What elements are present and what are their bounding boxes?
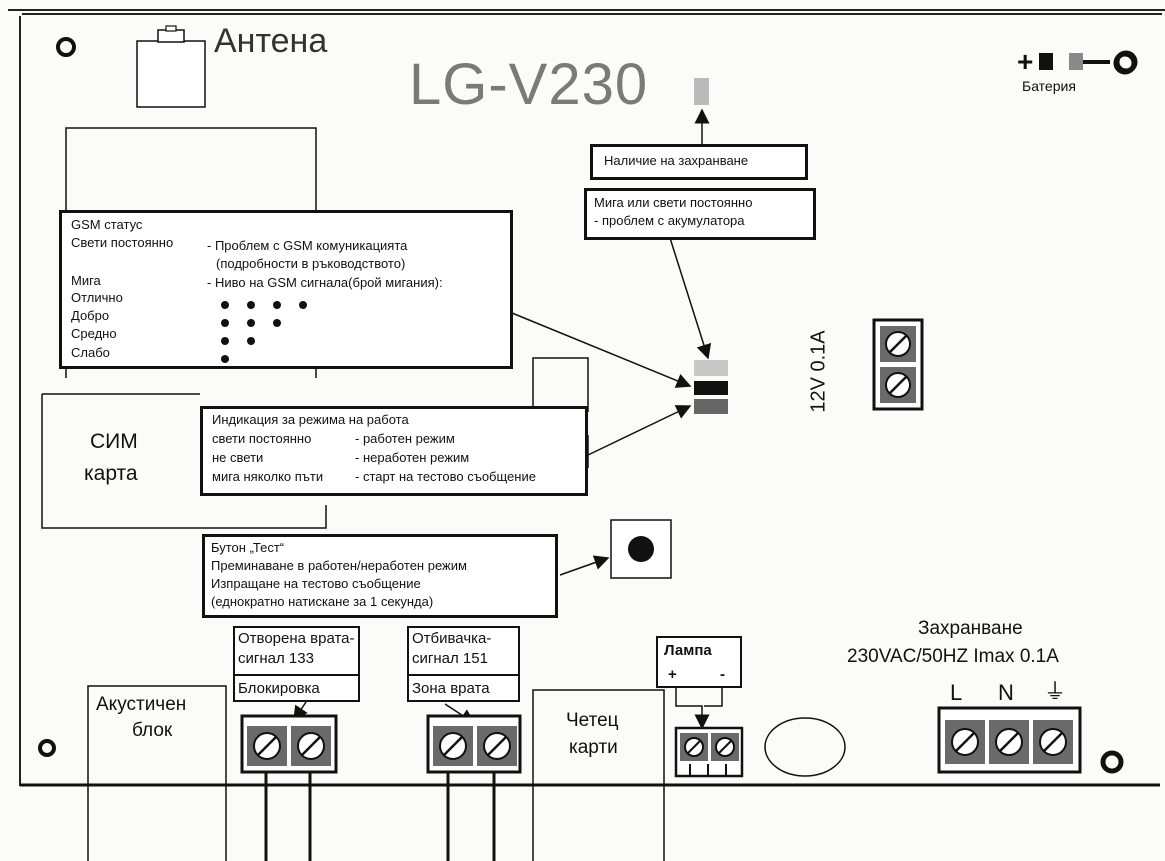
sim-connector-outline — [532, 357, 589, 412]
test-button-line-2: Изпращане на тестово съобщение — [211, 576, 421, 591]
test-button-line-3: (еднократно натискане за 1 секунда) — [211, 594, 434, 609]
signal-dot — [299, 301, 307, 309]
power-presence-callout: Наличие на захранване — [590, 144, 808, 180]
card-reader-line-1: Четец — [566, 710, 619, 731]
gsm-blink-desc: - Ниво на GSM сигнала(брой мигания): — [207, 275, 443, 290]
antenna-connector — [136, 25, 206, 108]
mode-indication-title: Индикация за режима на работа — [212, 412, 409, 427]
power-presence-text: Наличие на захранване — [604, 153, 749, 168]
board-outline — [8, 9, 1165, 786]
power-terminal-l: L — [950, 680, 963, 705]
mode-row-right: - старт на тестово съобщение — [355, 469, 536, 484]
battery-plus-sign: + — [1017, 46, 1034, 77]
sim-card-label-1: СИМ — [90, 430, 138, 453]
cable-opening — [764, 717, 846, 777]
mounting-hole-bottom-right — [1100, 750, 1124, 774]
lamp-label-box: Лампа + - — [656, 636, 742, 688]
led-battery — [694, 360, 728, 376]
device-title: LG-V230 — [409, 52, 649, 117]
signal-dot — [273, 319, 281, 327]
test-button-title: Бутон „Тест“ — [211, 540, 285, 555]
gsm-status-title: GSM статус — [71, 217, 143, 232]
gsm-level-label: Средно — [71, 326, 117, 341]
signal-dot — [221, 319, 229, 327]
door-open-label-box: Отворена врата- сигнал 133 Блокировка — [233, 626, 360, 702]
arrow-mode-led — [587, 405, 692, 456]
door-open-line-1: Отворена врата- — [238, 630, 355, 647]
gsm-level-label: Слабо — [71, 345, 110, 360]
mounting-hole-bottom-left — [38, 739, 56, 757]
lamp-minus: - — [720, 666, 725, 683]
terminal-strike — [426, 714, 522, 861]
battery-fault-line2: - проблем с акумулатора — [594, 213, 745, 228]
signal-dot — [247, 301, 255, 309]
arrow-test-button — [559, 555, 610, 576]
power-supply-spec: 230VAC/50HZ Imax 0.1A — [847, 646, 1059, 667]
strike-line-1: Отбивачка- — [412, 630, 492, 647]
antenna-label: Антена — [214, 22, 328, 60]
gsm-steady-desc-1: - Проблем с GSM комуникацията — [207, 238, 408, 253]
sim-holder-outline — [41, 394, 327, 529]
acoustic-block-line-2: блок — [132, 720, 173, 741]
strike-label-box: Отбивачка- сигнал 151 Зона врата — [407, 626, 520, 702]
lamp-plus: + — [668, 666, 677, 683]
led-mode — [694, 399, 728, 414]
gsm-level-label: Добро — [71, 308, 110, 323]
arrow-gsm-led — [511, 312, 692, 388]
gsm-blink-label: Мига — [71, 273, 101, 288]
signal-dot — [221, 355, 229, 363]
mode-indication-callout: Индикация за режима на работа свети пост… — [200, 406, 588, 496]
battery-fault-line1: Мига или свети постоянно — [594, 195, 753, 210]
gsm-steady-desc-2: (подробности в ръководството) — [216, 256, 406, 271]
test-button[interactable] — [610, 519, 672, 579]
card-reader-line-2: карти — [569, 737, 618, 758]
terminal-lamp — [674, 726, 744, 778]
strike-line-2: сигнал 151 — [412, 650, 488, 667]
sim-card-label-2: карта — [84, 462, 138, 485]
gsm-level-label: Отлично — [71, 290, 123, 305]
led-gsm — [694, 381, 728, 395]
door-block-label: Блокировка — [238, 680, 320, 697]
arrow-lamp-plus — [675, 688, 710, 730]
led-power — [694, 78, 709, 105]
terminal-door — [240, 714, 338, 861]
power-terminal-n: N — [998, 680, 1014, 705]
mode-row-left: не свети — [212, 450, 264, 465]
test-button-callout: Бутон „Тест“ Преминаване в работен/нераб… — [202, 534, 558, 618]
mode-row-right: - работен режим — [355, 431, 455, 446]
dc-output-label: 12V 0.1A — [807, 330, 830, 413]
gsm-steady-label: Свети постоянно — [71, 235, 174, 250]
terminal-12v — [872, 318, 924, 411]
gsm-status-callout: GSM статус Свети постоянно - Проблем с G… — [59, 210, 513, 369]
acoustic-block-line-1: Акустичен — [96, 694, 187, 715]
signal-dot — [247, 319, 255, 327]
strike-zone-label: Зона врата — [412, 680, 490, 697]
lamp-label: Лампа — [664, 642, 712, 659]
earth-icon: ⏚ — [1044, 679, 1067, 704]
test-button-line-1: Преминаване в работен/неработен режим — [211, 558, 467, 573]
signal-dot — [273, 301, 281, 309]
mode-row-left: свети постоянно — [212, 431, 312, 446]
signal-dot — [247, 337, 255, 345]
terminal-power — [937, 706, 1082, 774]
card-reader-outline — [532, 689, 665, 861]
acoustic-block-outline — [87, 685, 227, 861]
battery-connector — [1039, 50, 1138, 74]
mode-row-right: - неработен режим — [355, 450, 470, 465]
mounting-hole-top-left — [56, 37, 76, 57]
battery-label: Батерия — [1022, 78, 1076, 94]
arrow-lamp-minus — [704, 688, 723, 707]
door-open-line-2: сигнал 133 — [238, 650, 314, 667]
battery-fault-callout: Мига или свети постоянно - проблем с аку… — [584, 188, 816, 240]
mode-row-left: мига няколко пъти — [212, 469, 324, 484]
signal-dot — [221, 301, 229, 309]
signal-dot — [221, 337, 229, 345]
power-supply-title: Захранване — [918, 618, 1023, 639]
arrow-battery-led — [669, 237, 712, 360]
